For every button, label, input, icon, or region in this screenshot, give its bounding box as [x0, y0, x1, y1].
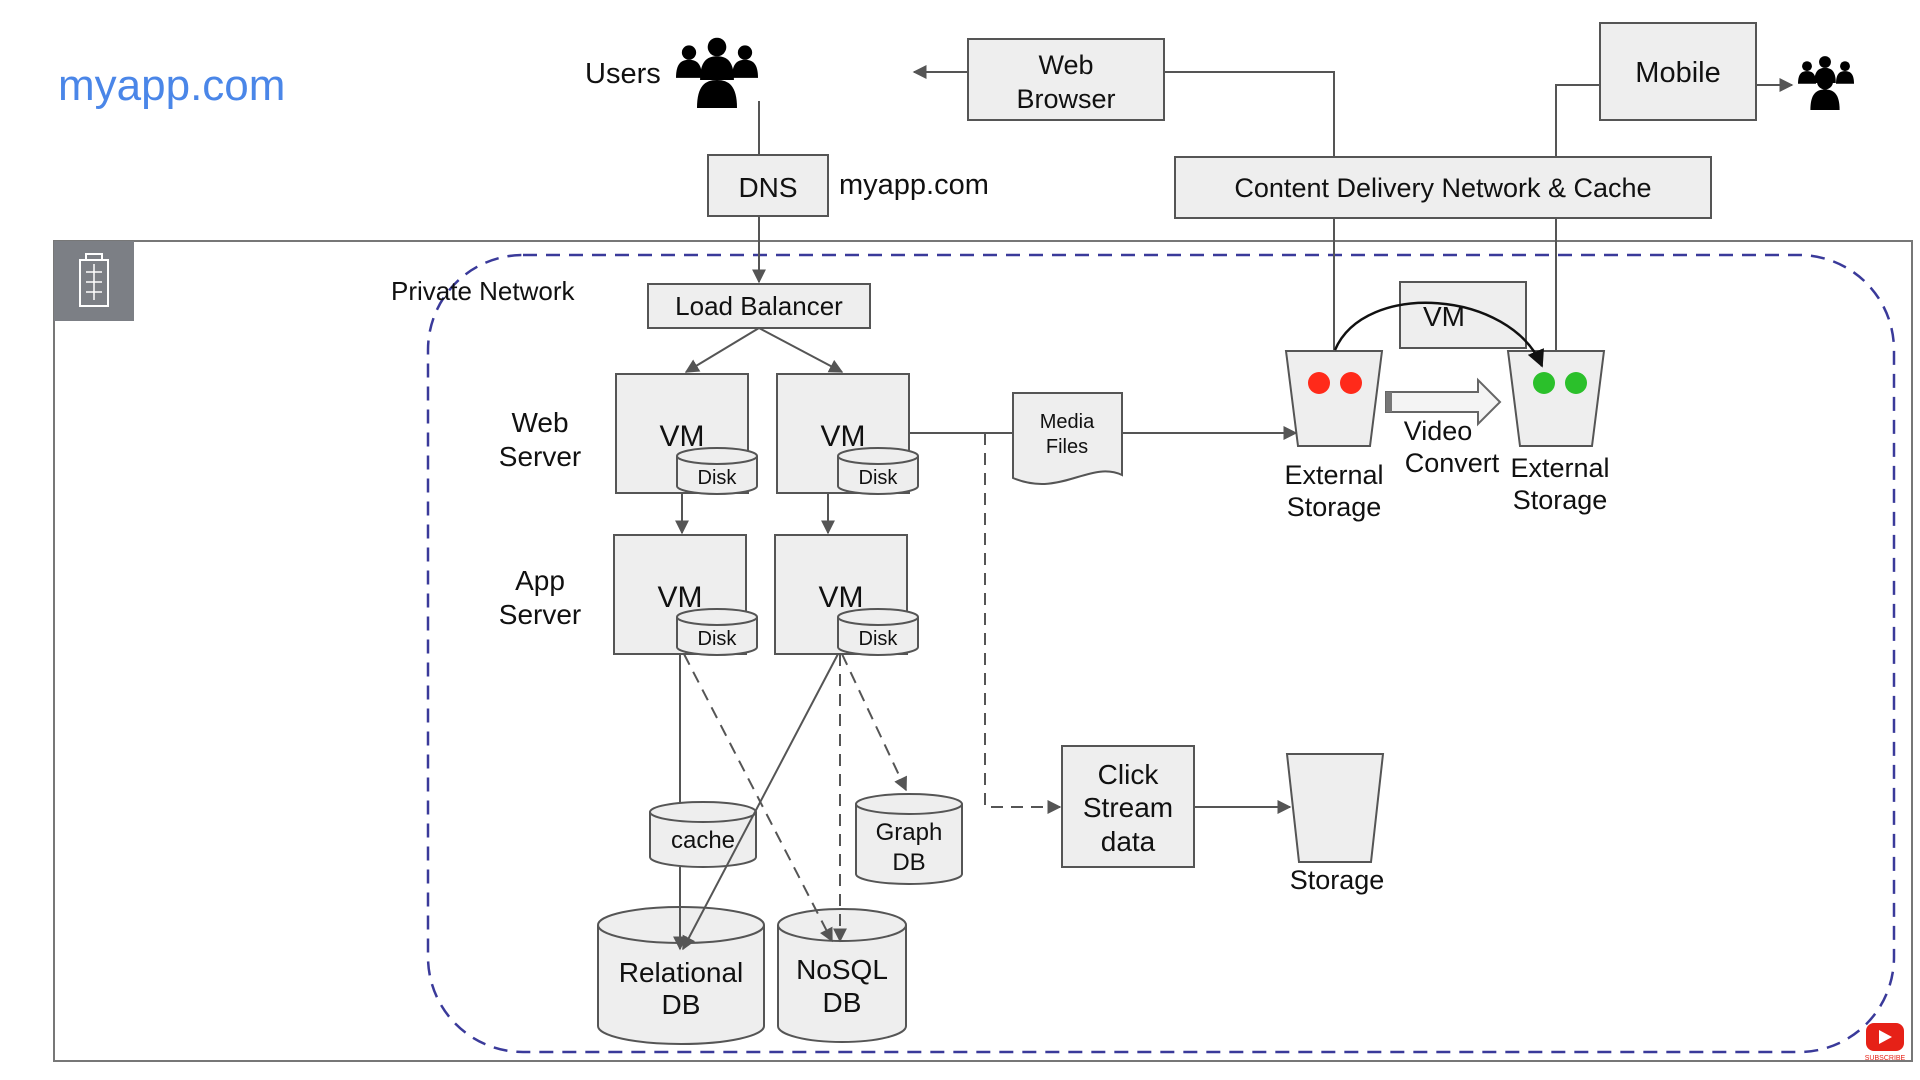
convert-arrow-icon — [1385, 377, 1502, 427]
nosql-db-label-line2: DB — [823, 987, 862, 1018]
users-icon — [676, 37, 758, 108]
app-tier-label-line2: Server — [499, 599, 581, 630]
external-storage-b-label-line1: External — [1510, 453, 1609, 483]
private-network-label: Private Network — [391, 276, 575, 306]
users-label: Users — [585, 58, 661, 90]
external-storage-b: External Storage — [1506, 350, 1610, 515]
clickstream-storage-label: Storage — [1290, 865, 1385, 895]
web-vm-to-clickstream-dashed-arrow — [984, 433, 1062, 814]
cdn-label: Content Delivery Network & Cache — [1234, 173, 1651, 203]
youtube-subscribe-badge[interactable]: SUBSCRIBE — [1865, 1023, 1906, 1062]
cloud-account-frame — [53, 240, 1913, 1062]
video-convert-label-line1: Video — [1404, 416, 1473, 446]
web-vm-1-disk-label: Disk — [698, 467, 738, 489]
external-storage-a: External Storage — [1284, 350, 1384, 522]
graph-db-label-line1: Graph — [876, 819, 943, 846]
media-files-label-line2: Files — [1046, 436, 1088, 458]
web-tier-label-line2: Server — [499, 441, 581, 472]
external-storage-b-label-line2: Storage — [1513, 485, 1608, 515]
clickstream-storage: Storage — [1285, 753, 1385, 895]
building-icon — [54, 241, 134, 321]
web-vm-2: VM Disk — [776, 373, 919, 495]
web-vm-1: VM Disk — [615, 373, 758, 495]
web-vm-2-disk: Disk — [837, 447, 919, 495]
dns-domain-label: myapp.com — [839, 169, 989, 201]
relational-db-label-line1: Relational — [619, 957, 744, 988]
web-tier-label-line1: Web — [511, 407, 568, 438]
media-files-doc: Media Files — [1012, 392, 1123, 485]
web-vm-1-disk: Disk — [676, 447, 758, 495]
graph-db-label-line2: DB — [892, 849, 925, 876]
click-stream-label-line1: Click — [1098, 759, 1160, 790]
app-vm-2-disk-label: Disk — [859, 628, 899, 650]
status-dot-green-2 — [1565, 372, 1587, 394]
click-stream-label-line3: data — [1101, 826, 1156, 857]
app-vm-2: VM Disk — [774, 534, 919, 656]
web-browser-label-line2: Browser — [1016, 84, 1115, 114]
status-dot-green-1 — [1533, 372, 1555, 394]
external-storage-a-label-line2: Storage — [1287, 492, 1382, 522]
dns-label: DNS — [738, 172, 797, 203]
mobile-to-cdn-line — [1555, 84, 1600, 157]
page-title: myapp.com — [58, 61, 285, 110]
mobile-box — [1599, 22, 1757, 121]
media-files-label-line1: Media — [1040, 411, 1095, 433]
app-vm-1-label: VM — [658, 581, 703, 614]
cache-label: cache — [671, 827, 735, 854]
click-stream-box — [1061, 745, 1195, 868]
relational-db-label-line2: DB — [662, 989, 701, 1020]
status-dot-red-1 — [1308, 372, 1330, 394]
web-vm-2-disk-label: Disk — [859, 467, 899, 489]
web-browser-label-line1: Web — [1038, 50, 1093, 80]
app-vm-1-disk-label: Disk — [698, 628, 738, 650]
lb-to-web-vm-2-arrow — [758, 327, 844, 373]
status-dot-red-2 — [1340, 372, 1362, 394]
video-convert-label-line2: Convert — [1405, 448, 1500, 478]
app-vm-2-label: VM — [819, 581, 864, 614]
nosql-db-label-line1: NoSQL — [796, 954, 888, 985]
external-storage-a-label-line1: External — [1284, 460, 1383, 490]
nosql-db: NoSQL DB — [777, 908, 907, 1043]
app-tier-label-line1: App — [515, 565, 565, 596]
cdn-box — [1174, 156, 1712, 219]
cache-store: cache — [649, 801, 757, 868]
app-vm-1: VM Disk — [613, 534, 758, 656]
convert-vm-box — [1399, 281, 1527, 349]
dns-box — [707, 154, 829, 217]
load-balancer-label: Load Balancer — [675, 291, 843, 321]
web-browser-box — [967, 38, 1165, 121]
app-vm-1-to-nosql-dashed-arrow — [683, 653, 833, 943]
youtube-subscribe-label: SUBSCRIBE — [1865, 1055, 1906, 1062]
private-network-boundary — [426, 253, 1896, 1054]
browser-to-cdn-line — [1164, 71, 1335, 157]
app-vm-1-disk: Disk — [676, 608, 758, 656]
web-vm-2-label: VM — [821, 420, 866, 453]
app-vm-2-to-graph-db-dashed-arrow — [841, 653, 907, 792]
click-stream-label-line2: Stream — [1083, 792, 1173, 823]
mobile-label: Mobile — [1635, 57, 1720, 89]
web-vm-1-label: VM — [660, 420, 705, 453]
app-vm-2-disk: Disk — [837, 608, 919, 656]
graph-db: Graph DB — [855, 793, 963, 885]
storage-transfer-arc-arrow — [1333, 301, 1544, 368]
mobile-users-icon — [1798, 56, 1854, 110]
lb-to-web-vm-1-arrow — [684, 327, 760, 373]
